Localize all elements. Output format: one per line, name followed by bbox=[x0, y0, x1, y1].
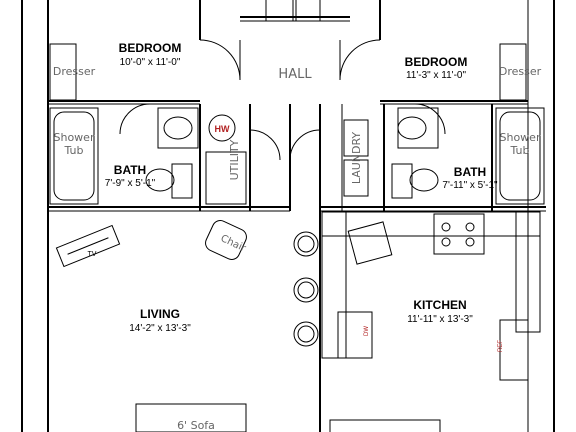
door-swings bbox=[119, 39, 446, 161]
shower-tub-right-shape bbox=[495, 107, 545, 205]
bedroom-left-dims: 10'-0" x 11'-0" bbox=[120, 57, 181, 68]
tub-right-label: Tub bbox=[509, 144, 529, 157]
shower-left-label: Shower bbox=[54, 131, 95, 144]
water-heater-label: HW bbox=[215, 124, 230, 134]
walls bbox=[21, 0, 555, 432]
refrigerator-label: REF bbox=[498, 340, 504, 352]
range-burners bbox=[441, 222, 475, 247]
dishwasher-label: DW bbox=[364, 326, 370, 336]
sofa-label: 6' Sofa bbox=[177, 419, 215, 432]
laundry-dryer-shape bbox=[343, 159, 369, 197]
laundry-label: LAUNDRY bbox=[350, 132, 363, 185]
utility-label: UTILITY bbox=[228, 139, 241, 180]
bar-stools bbox=[293, 231, 319, 347]
kitchen-dims: 11'-11" x 13'-3" bbox=[407, 314, 473, 325]
bath-left-name: BATH bbox=[114, 163, 146, 177]
kitchen-name: KITCHEN bbox=[413, 298, 466, 312]
tv-stand-shape bbox=[55, 224, 121, 268]
living-name: LIVING bbox=[140, 307, 180, 321]
sofa-shape bbox=[135, 403, 247, 432]
hall-label: HALL bbox=[278, 67, 312, 82]
tub-left-label: Tub bbox=[63, 144, 83, 157]
shower-tub-left-shape bbox=[49, 107, 99, 205]
laundry-washer-shape bbox=[343, 119, 369, 157]
bath-fixtures bbox=[145, 107, 439, 199]
bath-right-name: BATH bbox=[454, 165, 486, 179]
shower-tub-left-inner bbox=[53, 111, 95, 201]
living-dims: 14'-2" x 13'-3" bbox=[129, 323, 191, 334]
utility-closet-shape bbox=[205, 151, 247, 205]
bedroom-right-dims: 11'-3" x 11'-0" bbox=[406, 70, 466, 81]
dresser-left-label: Dresser bbox=[53, 65, 96, 78]
water-heater-icon bbox=[208, 114, 236, 142]
shower-tub-right-inner bbox=[499, 111, 541, 201]
bath-left-dims: 7'-9" x 5'-1" bbox=[105, 178, 156, 189]
kitchen-counters bbox=[321, 211, 541, 381]
dresser-right-shape bbox=[499, 43, 527, 101]
bedroom-right-name: BEDROOM bbox=[405, 55, 468, 69]
dresser-right-label: Dresser bbox=[499, 65, 542, 78]
chair-label: Chair bbox=[219, 233, 248, 254]
bedroom-left-name: BEDROOM bbox=[119, 41, 182, 55]
tv-label: TV bbox=[88, 251, 97, 258]
bath-right-dims: 7'-11" x 5'-1" bbox=[442, 180, 498, 191]
dresser-left-shape bbox=[49, 43, 77, 101]
chair-shape bbox=[205, 220, 247, 260]
shower-right-label: Shower bbox=[500, 131, 541, 144]
dining-table-shape bbox=[329, 419, 441, 432]
